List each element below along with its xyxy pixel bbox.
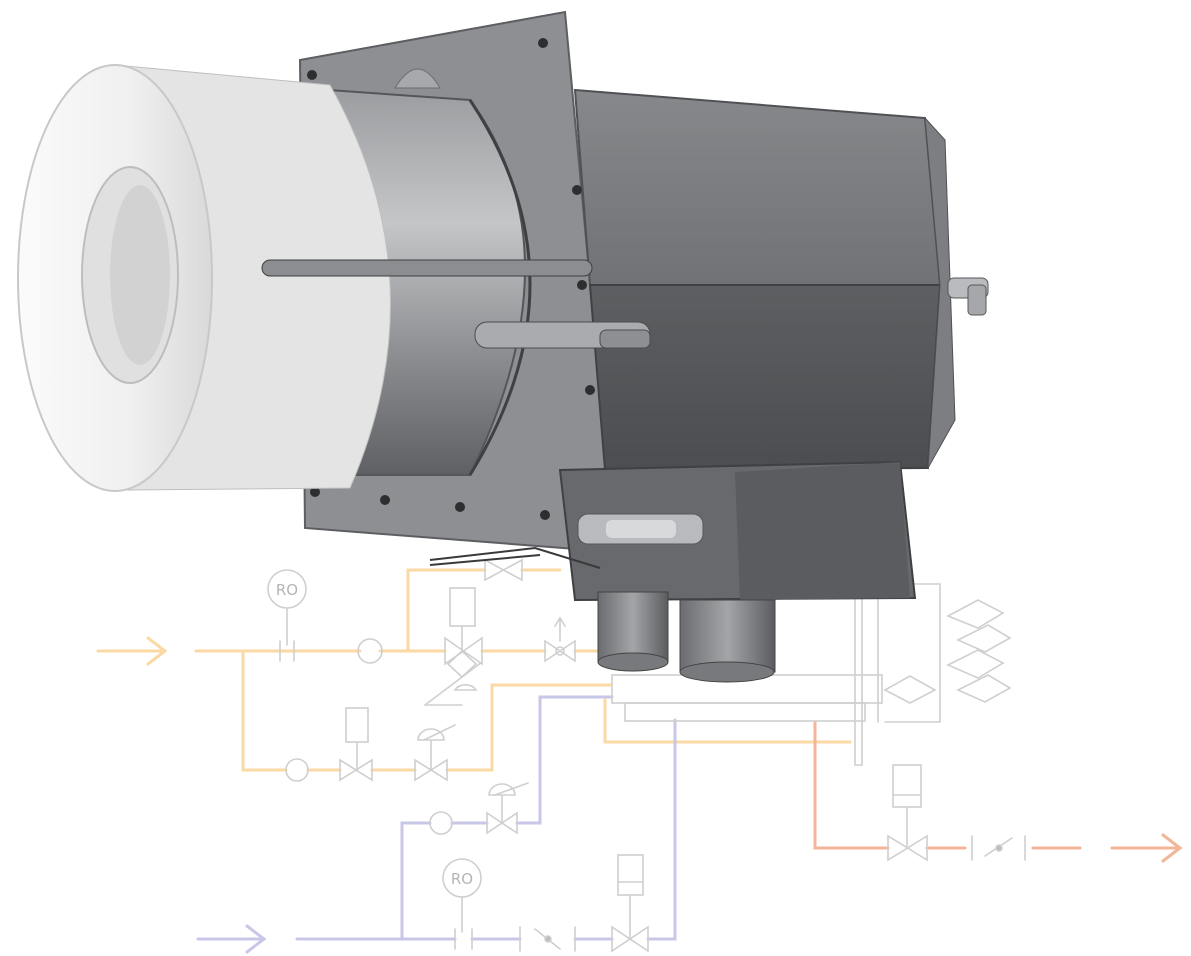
air-branch-pipe xyxy=(515,695,614,825)
air-main-pipe xyxy=(646,718,677,941)
gauge-label-upper: RO xyxy=(276,581,298,599)
pilot-control-valve xyxy=(414,758,448,782)
exhaust-line xyxy=(813,720,1183,863)
pilot-solenoid-actuator xyxy=(345,707,369,743)
air-line xyxy=(196,695,677,954)
flame-symbol xyxy=(956,674,1012,703)
burner-housing-end xyxy=(924,116,956,469)
air-inlet-arrow-head xyxy=(245,924,267,954)
pilot-pump xyxy=(285,758,309,782)
flame-symbol xyxy=(946,599,1005,629)
air-pump xyxy=(429,811,453,835)
flame-symbol xyxy=(946,649,1005,679)
fuel-branch-pipe xyxy=(406,568,487,653)
branch-valve xyxy=(484,558,523,582)
flame-symbol xyxy=(883,675,937,704)
burner-housing-top xyxy=(573,88,942,286)
lifting-lug xyxy=(394,68,441,89)
air-plenum-face xyxy=(735,462,910,600)
air-control-valve xyxy=(486,811,518,835)
needle-valve xyxy=(544,639,576,663)
air-solenoid-actuator xyxy=(617,854,644,896)
pilot-tube xyxy=(261,259,593,277)
fuel-line xyxy=(96,568,852,772)
exhaust-valve xyxy=(887,834,928,862)
ignition-wire xyxy=(429,546,601,569)
air-solenoid-valve xyxy=(611,925,649,953)
burner-manifold-lower xyxy=(624,702,866,722)
exhaust-solenoid-actuator xyxy=(892,764,922,808)
flange-bolt-holes xyxy=(307,38,603,520)
flame-symbol xyxy=(956,624,1012,653)
burner-product xyxy=(17,10,989,683)
fuel-pilot-pipe xyxy=(445,683,612,772)
pilot-solenoid-valve xyxy=(339,758,373,782)
exhaust-outlet-arrow-head xyxy=(1161,833,1183,863)
exhaust-pipe xyxy=(813,720,890,850)
solenoid-actuator xyxy=(449,587,476,627)
fuel-pilot-pipe xyxy=(241,649,288,772)
burner-housing-side xyxy=(588,284,942,472)
regulator-valve xyxy=(446,649,478,679)
solenoid-valve xyxy=(444,636,483,666)
outlet-stub-right xyxy=(679,599,776,673)
air-branch-pipe xyxy=(400,821,432,941)
gauge-label-lower: RO xyxy=(451,870,473,888)
outlet-stub-left xyxy=(597,591,669,663)
fuel-inlet-arrow-head xyxy=(146,636,168,666)
fuel-return-pipe xyxy=(603,698,852,744)
fuel-pump xyxy=(357,638,383,664)
